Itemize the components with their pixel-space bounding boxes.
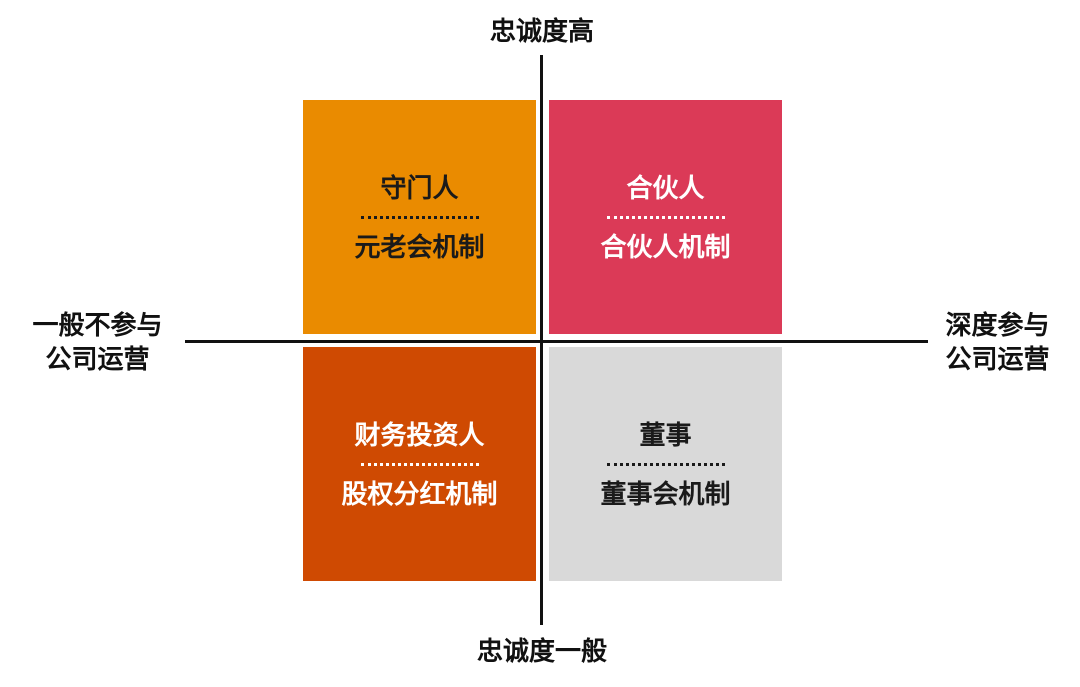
quadrant-subtitle: 合伙人机制 <box>600 233 731 263</box>
quadrant-top-left: 守门人 元老会机制 <box>303 100 536 334</box>
axis-label-left-line2: 公司运营 <box>45 345 150 375</box>
quadrant-subtitle: 董事会机制 <box>600 480 731 510</box>
horizontal-axis <box>185 340 928 343</box>
axis-label-right: 深度参与 公司运营 <box>920 309 1075 377</box>
dotted-divider <box>360 463 479 466</box>
quadrant-title: 董事 <box>639 421 692 451</box>
axis-label-left-line1: 一般不参与 <box>32 311 163 341</box>
axis-label-right-line1: 深度参与 <box>945 311 1050 341</box>
axis-label-left: 一般不参与 公司运营 <box>10 309 185 377</box>
axis-label-bottom: 忠诚度一般 <box>476 637 607 667</box>
quadrant-subtitle: 元老会机制 <box>354 233 485 263</box>
quadrant-top-right: 合伙人 合伙人机制 <box>549 100 782 334</box>
axis-label-top: 忠诚度高 <box>489 17 594 47</box>
dotted-divider <box>606 216 725 219</box>
dotted-divider <box>606 463 725 466</box>
axis-label-right-line2: 公司运营 <box>945 345 1050 375</box>
quadrant-bottom-right: 董事 董事会机制 <box>549 347 782 581</box>
quadrant-title: 财务投资人 <box>354 421 485 451</box>
quadrant-bottom-left: 财务投资人 股权分红机制 <box>303 347 536 581</box>
quadrant-subtitle: 股权分红机制 <box>341 480 498 510</box>
quadrant-title: 合伙人 <box>626 174 705 204</box>
dotted-divider <box>360 216 479 219</box>
quadrant-title: 守门人 <box>380 174 459 204</box>
